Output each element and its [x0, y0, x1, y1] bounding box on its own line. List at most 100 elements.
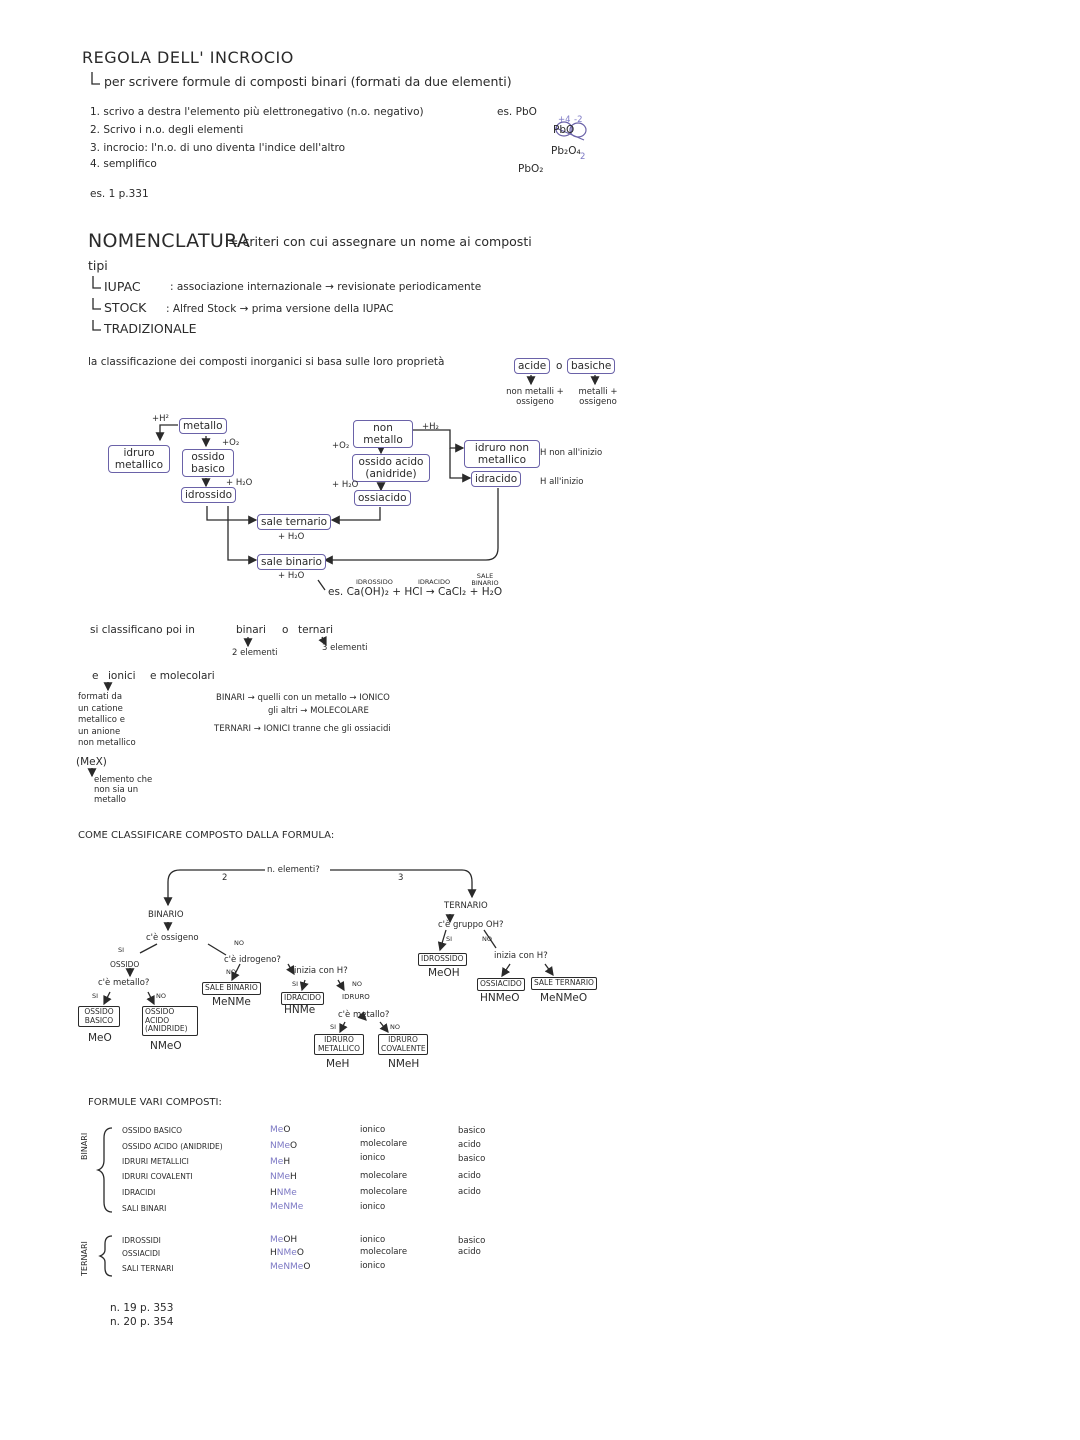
tree-ce-metallo-2: c'è metallo?: [338, 1010, 390, 1020]
ossido-basico-leaf: OSSIDO BASICO: [78, 1006, 120, 1027]
row-name: IDRACIDI: [122, 1188, 156, 1197]
ternari-word: ternari: [298, 624, 334, 636]
tree-root: n. elementi?: [267, 865, 320, 875]
sale-binario-leaf: SALE BINARIO: [202, 982, 261, 995]
tree-si-2: SI: [92, 992, 99, 1000]
row-prop: acido: [458, 1140, 481, 1150]
idrossido-box: idrossido: [181, 487, 237, 503]
idracido-leaf: IDRACIDO: [281, 992, 325, 1005]
tree-ce-oh: c'è gruppo OH?: [438, 920, 504, 930]
step-1: 1. scrivo a destra l'elemento più elettr…: [90, 106, 424, 118]
ionici-note: formati da un catione metallico e un ani…: [78, 692, 136, 750]
tree-no-5: NO: [390, 1023, 400, 1031]
row-type: ionico: [360, 1125, 386, 1135]
row-type: molecolare: [360, 1187, 408, 1197]
plus-h2-label-2: +H₂: [422, 422, 439, 432]
row-type: ionico: [360, 1153, 386, 1163]
tree-binario: BINARIO: [148, 910, 184, 920]
sale-ternario-box: sale ternario: [257, 514, 332, 530]
row-prop: acido: [458, 1247, 481, 1257]
tree-inizia-h: inizia con H?: [294, 966, 348, 976]
binari-side-label: BINARI: [80, 1132, 89, 1160]
x-note-line: metallo: [94, 795, 126, 805]
molecolari-word: e molecolari: [150, 670, 215, 682]
menmeo-formula: MeNMeO: [540, 992, 588, 1004]
exercise-ref: es. 1 p.331: [90, 188, 149, 200]
x-note-line: non sia un: [94, 785, 139, 795]
formula-part: NMe: [283, 1202, 304, 1212]
acide-note: non metalli + ossigeno: [506, 387, 564, 407]
tree-ce-metallo: c'è metallo?: [98, 978, 150, 988]
ref-2: n. 20 p. 354: [110, 1316, 174, 1328]
row-formula: MeNMeO: [270, 1262, 310, 1272]
row-formula: NMeH: [270, 1172, 297, 1182]
sale-ternario-leaf: SALE TERNARIO: [531, 977, 597, 990]
ossido-acido-leaf: OSSIDO ACIDO (ANIDRIDE): [142, 1006, 198, 1036]
type-iupac-desc: : associazione internazionale → revision…: [170, 281, 482, 293]
basiche-box: basiche: [567, 358, 616, 374]
row-prop: basico: [458, 1126, 486, 1136]
ionici-note-line: un catione: [78, 703, 123, 714]
acide-box: acide: [514, 358, 551, 374]
formula-part: OH: [283, 1235, 298, 1245]
row-type: molecolare: [360, 1171, 408, 1181]
type-iupac: IUPAC: [104, 279, 141, 294]
example-result: PbO₂: [518, 163, 544, 175]
rule-binari: BINARI → quelli con un metallo → IONICO: [216, 693, 390, 703]
ionici-note-line: non metallico: [78, 738, 136, 748]
row-formula: MeH: [270, 1157, 290, 1167]
step-2: 2. Scrivo i n.o. degli elementi: [90, 124, 244, 136]
idrossido-leaf: IDROSSIDO: [418, 953, 467, 966]
plus-h2-label: +H²: [152, 414, 169, 424]
formula-part: NMe: [270, 1141, 291, 1151]
mex-formula: (MeX): [76, 756, 107, 768]
binari-note: 2 elementi: [232, 648, 278, 658]
ossido-acido-box: ossido acido (anidride): [352, 454, 430, 482]
formula-part: Me: [270, 1157, 284, 1167]
ref-1: n. 19 p. 353: [110, 1302, 174, 1314]
plus-o2-label-1: +O₂: [222, 438, 240, 448]
plus-h2o-label-1: + H₂O: [226, 478, 253, 488]
row-formula: HNMe: [270, 1188, 297, 1198]
plus-h2o-label-2: + H₂O: [332, 480, 359, 490]
ex-label-sale-binario: SALE BINARIO: [471, 572, 499, 587]
idruro-covalente-leaf: IDRURO COVALENTE: [378, 1034, 428, 1055]
example-cross-sub: 2: [580, 152, 586, 162]
tree-ossido: OSSIDO: [110, 960, 140, 969]
formula-part: H: [270, 1188, 277, 1198]
row-type: molecolare: [360, 1139, 408, 1149]
tree-inizia-h-2: inizia con H?: [494, 951, 548, 961]
idruro-non-metallico-box: idruro non metallico: [464, 440, 540, 468]
x-note-line: elemento che: [94, 775, 153, 785]
formula-part: NMe: [276, 1188, 297, 1198]
formula-part: O: [296, 1248, 304, 1258]
h-inizio-note: H all'inizio: [540, 477, 584, 487]
plus-h2o-label-3: + H₂O: [278, 532, 305, 542]
sale-binario-box: sale binario: [257, 554, 326, 570]
row-type: ionico: [360, 1261, 386, 1271]
step-4: 4. semplifico: [90, 158, 157, 170]
menme-formula: MeNMe: [212, 996, 251, 1008]
row-prop: basico: [458, 1236, 486, 1246]
example-pbo: PbO: [553, 124, 575, 136]
tree-ternario: TERNARIO: [444, 901, 488, 911]
row-name: IDRURI METALLICI: [122, 1157, 189, 1166]
formula-part: Me: [270, 1262, 284, 1272]
meh-formula: MeH: [326, 1058, 350, 1070]
formula-part: O: [290, 1141, 298, 1151]
row-prop: acido: [458, 1171, 481, 1181]
row-formula: MeOH: [270, 1235, 297, 1245]
meoh-formula: MeOH: [428, 967, 460, 979]
types-label: tipi: [88, 258, 108, 273]
formula-part: NMe: [283, 1262, 304, 1272]
row-name: IDROSSIDI: [122, 1236, 161, 1245]
ternari-note: 3 elementi: [322, 643, 368, 653]
row-type: ionico: [360, 1235, 386, 1245]
tree-n2: 2: [222, 873, 228, 883]
formula-part: Me: [270, 1235, 284, 1245]
row-prop: acido: [458, 1187, 481, 1197]
tree-si-3: SI: [292, 980, 299, 988]
idracido-box: idracido: [471, 471, 522, 487]
row-formula: NMeO: [270, 1141, 297, 1151]
non-metallo-box: non metallo: [353, 420, 413, 448]
